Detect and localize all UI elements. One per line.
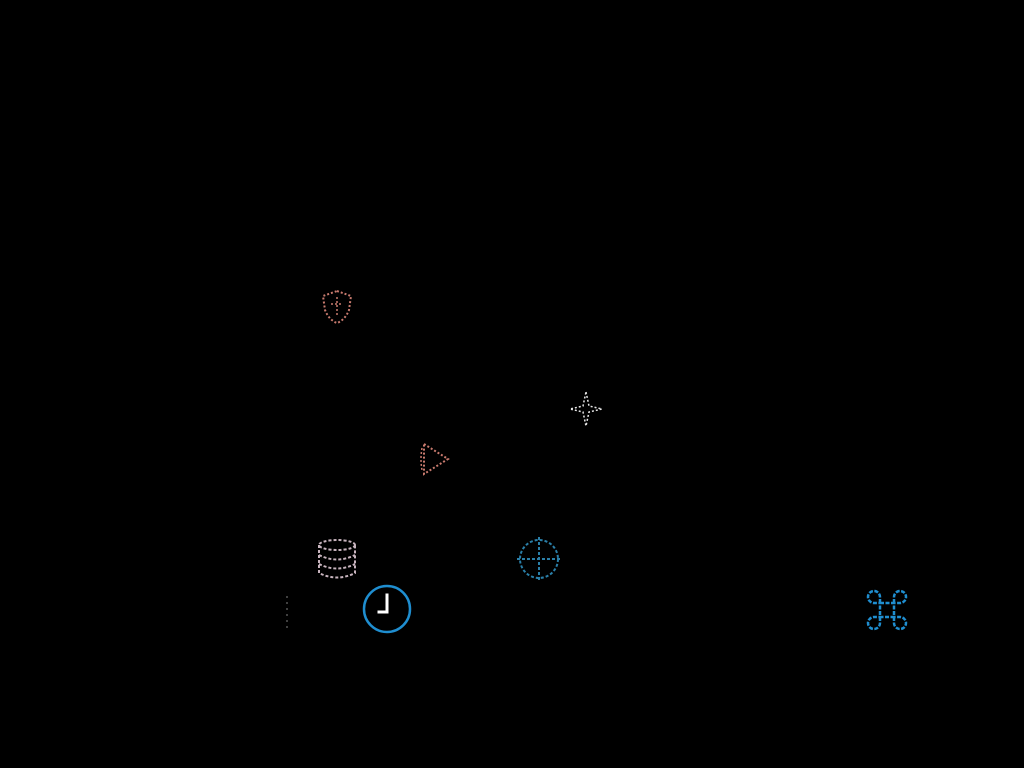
clock-icon[interactable] [361, 583, 413, 635]
sparkle-icon[interactable] [566, 388, 606, 430]
database-icon[interactable] [315, 538, 359, 580]
play-icon[interactable] [418, 440, 454, 478]
shield-icon[interactable] [318, 288, 356, 326]
crosshair-icon[interactable] [516, 536, 562, 582]
small-mark-icon [280, 594, 294, 634]
command-key-icon[interactable] [864, 587, 910, 633]
